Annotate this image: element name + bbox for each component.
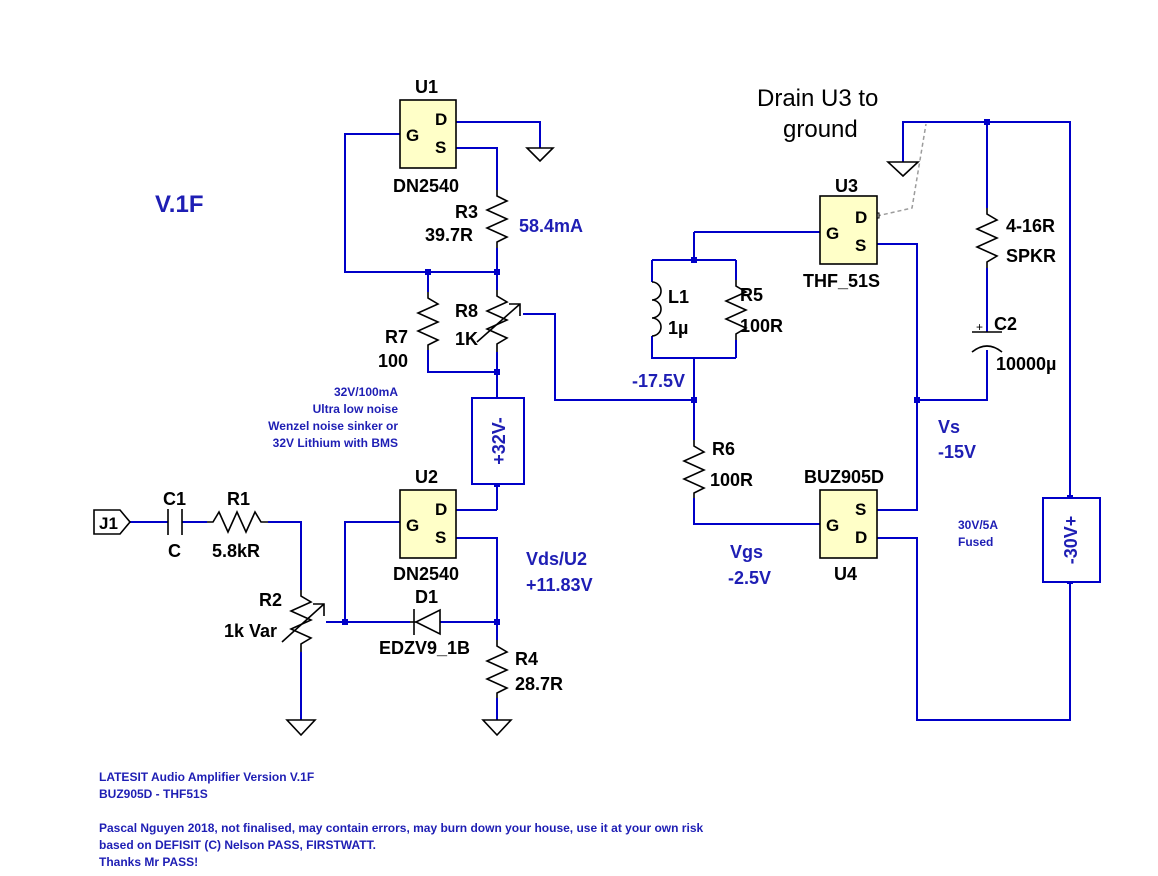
drain-link (876, 123, 927, 217)
u2-pin-g: G (406, 516, 419, 535)
u2-pin-s: S (435, 528, 446, 547)
current-reading: 58.4mA (519, 216, 583, 236)
u1-pin-g: G (406, 126, 419, 145)
u3-pin-d: D (855, 208, 867, 227)
source-pos-note-1: 32V/100mA (334, 385, 398, 399)
u3-box (819, 195, 878, 265)
u3-ref: U3 (835, 176, 858, 196)
c1-value: C (168, 541, 181, 561)
input-port (93, 509, 132, 535)
wires (128, 121, 1071, 721)
r6-value: 100R (710, 470, 753, 490)
inductor-symbol (651, 281, 662, 337)
vds-label: Vds/U2 (526, 549, 587, 569)
r8-ref: R8 (455, 301, 478, 321)
source-neg-note-1: 30V/5A (958, 518, 998, 532)
d1-ref: D1 (415, 587, 438, 607)
u4-pin-g: G (826, 516, 839, 535)
c1-ref: C1 (163, 489, 186, 509)
resistor-symbols (207, 190, 999, 698)
version-title: V.1F (155, 191, 203, 218)
u3-part: THF_51S (803, 271, 880, 291)
c2-value: 10000µ (996, 354, 1056, 374)
footer-line-6: Thanks Mr PASS! (99, 855, 198, 869)
r7-ref: R7 (385, 327, 408, 347)
source-neg-note-2: Fused (958, 535, 993, 549)
r7-value: 100 (378, 351, 408, 371)
capacitor-symbols (167, 331, 1003, 535)
ground-symbols (285, 147, 921, 737)
vs-label: Vs (938, 417, 960, 437)
spkr-ref: 4-16R (1006, 216, 1055, 236)
u2-part: DN2540 (393, 564, 459, 584)
r5-value: 100R (740, 316, 783, 336)
source-pos-label: +32V- (489, 417, 509, 465)
vds-value: +11.83V (526, 575, 593, 595)
source-neg-label: -30V+ (1061, 516, 1081, 565)
c2-ref: C2 (994, 314, 1017, 334)
r4-ref: R4 (515, 649, 538, 669)
r4-value: 28.7R (515, 674, 563, 694)
vgs-label: Vgs (730, 542, 763, 562)
vs-value: -15V (938, 442, 976, 462)
u4-ref: U4 (834, 564, 857, 584)
footer-line-4: Pascal Nguyen 2018, not finalised, may c… (99, 821, 703, 835)
source-pos-note-4: 32V Lithium with BMS (273, 436, 398, 450)
input-label: J1 (99, 514, 118, 533)
footer-line-2: BUZ905D - THF51S (99, 787, 208, 801)
spkr-value: SPKR (1006, 246, 1056, 266)
r2-ref: R2 (259, 590, 282, 610)
diode-symbol (410, 608, 441, 636)
source-pos-box (471, 397, 525, 485)
u4-part: BUZ905D (804, 467, 884, 487)
source-neg-box (1042, 497, 1101, 583)
u1-pin-s: S (435, 138, 446, 157)
u2-ref: U2 (415, 467, 438, 487)
r6-ref: R6 (712, 439, 735, 459)
r1-value: 5.8kR (212, 541, 260, 561)
source-pos-note-3: Wenzel noise sinker or (268, 419, 398, 433)
u4-pin-s: S (855, 500, 866, 519)
r8-value: 1K (455, 329, 478, 349)
source-pos-note-2: Ultra low noise (313, 402, 399, 416)
drain-note-line-1: Drain U3 to (757, 85, 878, 112)
node-voltage: -17.5V (632, 371, 685, 391)
u2-pin-d: D (435, 500, 447, 519)
c2-polarity: + (976, 320, 983, 334)
u1-part: DN2540 (393, 176, 459, 196)
u3-pin-g: G (826, 224, 839, 243)
u2-box (399, 489, 457, 559)
r5-ref: R5 (740, 285, 763, 305)
drain-note-line-2: ground (783, 116, 858, 143)
footer-line-5: based on DEFISIT (C) Nelson PASS, FIRSTW… (99, 838, 376, 852)
l1-ref: L1 (668, 287, 689, 307)
u1-pin-d: D (435, 110, 447, 129)
u4-pin-d: D (855, 528, 867, 547)
d1-part: EDZV9_1B (379, 638, 470, 658)
r2-value: 1k Var (224, 621, 277, 641)
u4-box (819, 489, 878, 559)
r3-value: 39.7R (425, 225, 473, 245)
u3-pin-s: S (855, 236, 866, 255)
u1-ref: U1 (415, 77, 438, 97)
r1-ref: R1 (227, 489, 250, 509)
vgs-value: -2.5V (728, 568, 771, 588)
footer-line-1: LATESIT Audio Amplifier Version V.1F (99, 770, 314, 784)
r3-ref: R3 (455, 202, 478, 222)
l1-value: 1µ (668, 318, 688, 338)
u1-box (399, 99, 457, 169)
